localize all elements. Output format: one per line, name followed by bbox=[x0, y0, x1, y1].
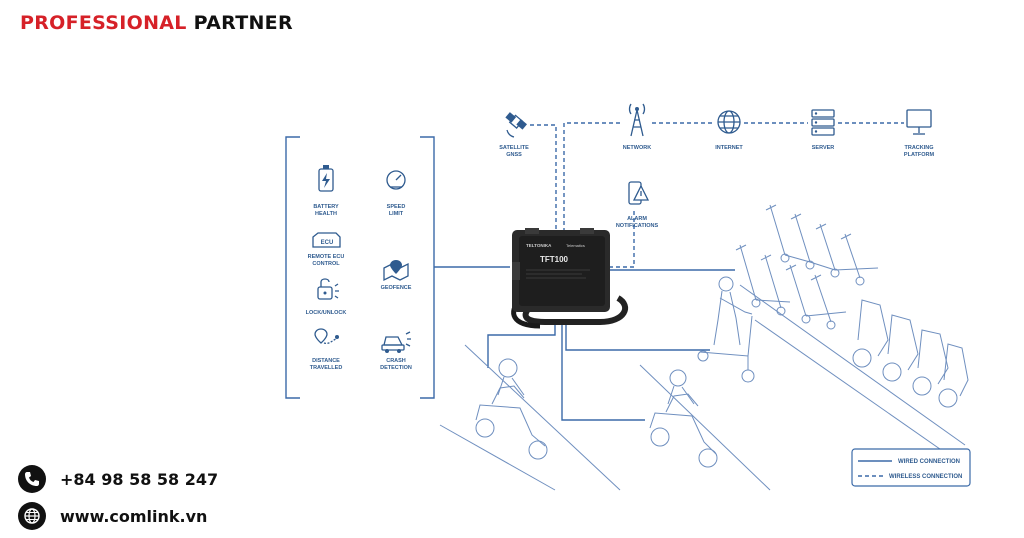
title-red: PROFESSIONAL bbox=[20, 12, 187, 34]
tracker-device: TELTONIKA Telematics TFT100 bbox=[511, 228, 629, 329]
padlock-icon bbox=[317, 278, 339, 300]
globe-icon bbox=[717, 110, 741, 134]
device-model: TFT100 bbox=[540, 255, 569, 264]
car-crash-icon bbox=[381, 331, 411, 353]
feature-label-0b: HEALTH bbox=[315, 211, 337, 217]
ecu-icon: ECU bbox=[312, 232, 341, 248]
moped-right-wire bbox=[561, 323, 645, 421]
feature-label-4: LOCK/UNLOCK bbox=[306, 310, 347, 316]
map-pin-icon bbox=[383, 260, 409, 282]
speedometer-icon bbox=[386, 170, 406, 190]
network-link bbox=[563, 122, 622, 232]
globe-web-icon bbox=[18, 502, 46, 530]
connection-lines bbox=[434, 122, 904, 421]
phone-contact: +84 98 58 58 247 bbox=[18, 465, 218, 493]
phone-alarm-icon bbox=[628, 181, 650, 205]
network-label-0b: GNSS bbox=[506, 152, 522, 158]
feature-label-2a: REMOTE ECU bbox=[308, 254, 345, 260]
antenna-tower-icon bbox=[628, 103, 646, 137]
website-url[interactable]: www.comlink.vn bbox=[60, 506, 208, 526]
feature-label-5b: TRAVELLED bbox=[310, 365, 343, 371]
battery-icon bbox=[318, 165, 334, 192]
network-label-2: INTERNET bbox=[715, 145, 743, 151]
legend-wired-label: WIRED CONNECTION bbox=[898, 459, 960, 465]
server-icon bbox=[811, 109, 835, 136]
moped-left-wire bbox=[487, 323, 556, 368]
device-brand: TELTONIKA bbox=[526, 243, 552, 248]
phone-number: +84 98 58 58 247 bbox=[60, 469, 219, 489]
feature-label-6a: CRASH bbox=[386, 358, 406, 364]
network-label-1: NETWORK bbox=[623, 145, 651, 151]
feature-label-5a: DISTANCE bbox=[312, 358, 340, 364]
parked-vespas bbox=[852, 299, 969, 408]
feature-label-1b: LIMIT bbox=[389, 211, 404, 217]
rider-wire bbox=[565, 323, 710, 351]
scooter-rider bbox=[697, 276, 755, 383]
feature-label-0a: BATTERY bbox=[313, 204, 339, 210]
alarm-label-a: ALARM bbox=[627, 216, 647, 222]
title-black: PARTNER bbox=[193, 12, 293, 34]
network-label-3: SERVER bbox=[812, 145, 835, 151]
device-brand-sub: Telematics bbox=[566, 243, 585, 248]
parked-escooters bbox=[735, 204, 879, 330]
monitor-icon bbox=[906, 109, 932, 135]
panel-bracket-right bbox=[420, 136, 435, 399]
route-pin-icon bbox=[314, 328, 339, 345]
feature-label-1a: SPEED bbox=[387, 204, 406, 210]
legend: WIRED CONNECTION WIRELESS CONNECTION bbox=[851, 448, 971, 487]
network-label-4a: TRACKING bbox=[904, 145, 933, 151]
phone-icon bbox=[18, 465, 46, 493]
page-title: PROFESSIONAL PARTNER bbox=[20, 12, 293, 34]
feature-label-2b: CONTROL bbox=[312, 261, 340, 267]
satellite-icon bbox=[505, 112, 527, 138]
moped-rider-right bbox=[649, 369, 718, 468]
website-contact: www.comlink.vn bbox=[18, 502, 207, 530]
legend-wireless-label: WIRELESS CONNECTION bbox=[889, 474, 962, 480]
svg-text:ECU: ECU bbox=[321, 240, 334, 246]
gnss-link bbox=[530, 124, 557, 232]
panel-bracket-left bbox=[285, 136, 300, 399]
feature-label-3: GEOFENCE bbox=[381, 285, 412, 291]
feature-label-6b: DETECTION bbox=[380, 365, 412, 371]
alarm-label-b: NOTIFICATIONS bbox=[616, 223, 659, 229]
moped-rider-left bbox=[475, 358, 548, 460]
network-label-0a: SATELLITE bbox=[499, 145, 529, 151]
alarm-link bbox=[609, 210, 635, 268]
network-label-4b: PLATFORM bbox=[904, 152, 935, 158]
